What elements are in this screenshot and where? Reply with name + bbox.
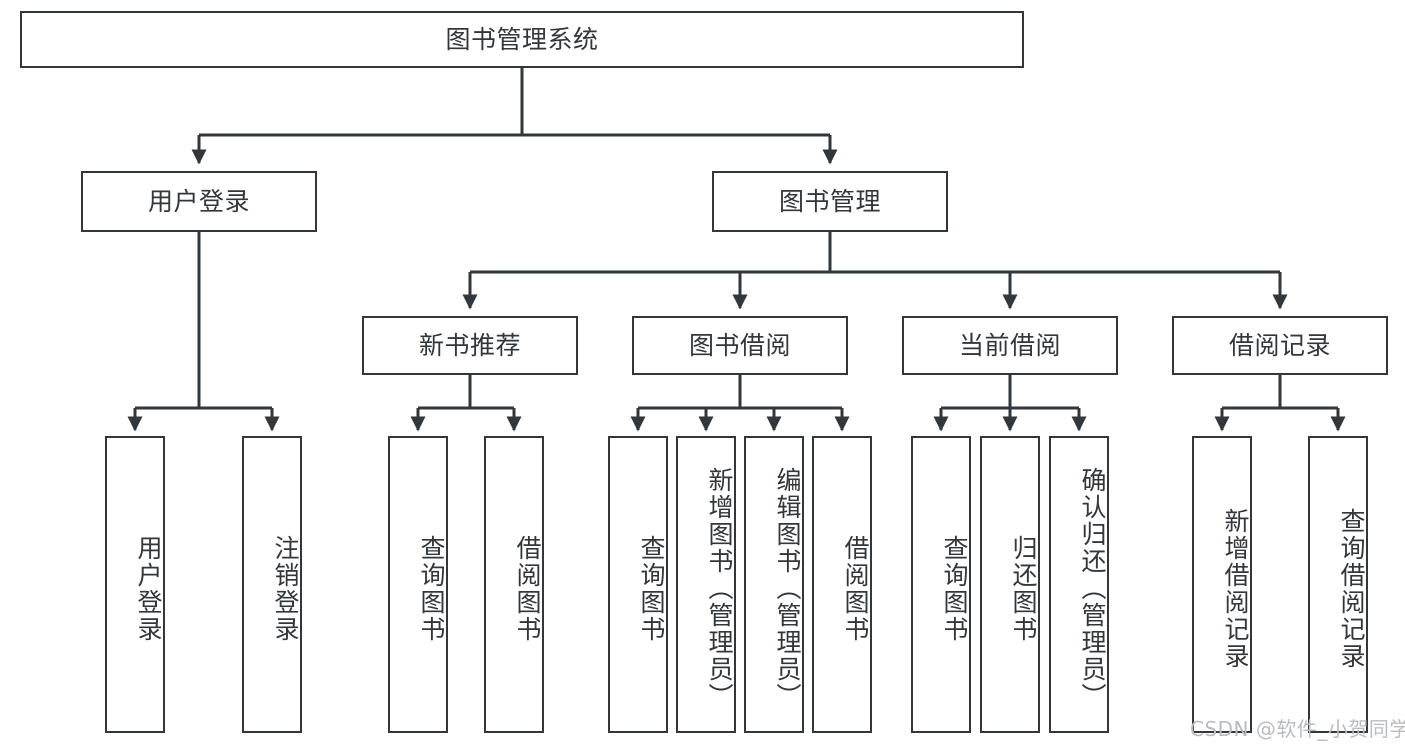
leaf-book-borrow-2[interactable]: 新增图书（管理员） <box>676 436 736 733</box>
node-root[interactable]: 图书管理系统 <box>20 11 1024 68</box>
node-current-borrow-label: 当前借阅 <box>958 330 1061 360</box>
leaf-user-login-1-label: 用户登录 <box>134 534 163 643</box>
node-borrow-record-label: 借阅记录 <box>1228 330 1331 360</box>
node-user-login[interactable]: 用户登录 <box>81 171 317 232</box>
node-user-login-label: 用户登录 <box>147 186 250 216</box>
leaf-book-borrow-3[interactable]: 编辑图书（管理员） <box>744 436 804 733</box>
leaf-user-login-2[interactable]: 注销登录 <box>242 436 302 733</box>
node-new-book-recommend[interactable]: 新书推荐 <box>362 316 578 375</box>
leaf-book-borrow-4[interactable]: 借阅图书 <box>812 436 872 733</box>
leaf-borrow-record-1[interactable]: 新增借阅记录 <box>1192 436 1252 733</box>
leaf-borrow-record-2-label: 查询借阅记录 <box>1337 507 1366 670</box>
leaf-user-login-1[interactable]: 用户登录 <box>105 436 165 733</box>
leaf-borrow-record-1-label: 新增借阅记录 <box>1221 507 1250 670</box>
leaf-current-borrow-3-label: 确认归还（管理员） <box>1078 467 1107 710</box>
leaf-book-borrow-2-label: 新增图书（管理员） <box>705 467 734 710</box>
leaf-current-borrow-1-label: 查询图书 <box>940 534 969 643</box>
leaf-new-book-recommend-2-label: 借阅图书 <box>513 534 542 643</box>
leaf-new-book-recommend-1[interactable]: 查询图书 <box>388 436 448 733</box>
leaf-current-borrow-2[interactable]: 归还图书 <box>980 436 1040 733</box>
leaf-user-login-2-label: 注销登录 <box>271 534 300 643</box>
node-book-management[interactable]: 图书管理 <box>712 171 948 232</box>
node-root-label: 图书管理系统 <box>445 24 599 54</box>
leaf-current-borrow-3[interactable]: 确认归还（管理员） <box>1049 436 1109 733</box>
node-current-borrow[interactable]: 当前借阅 <box>902 316 1118 375</box>
leaf-borrow-record-2[interactable]: 查询借阅记录 <box>1308 436 1368 733</box>
leaf-book-borrow-4-label: 借阅图书 <box>841 534 870 643</box>
leaf-book-borrow-1-label: 查询图书 <box>637 534 666 643</box>
leaf-book-borrow-1[interactable]: 查询图书 <box>608 436 668 733</box>
leaf-new-book-recommend-1-label: 查询图书 <box>417 534 446 643</box>
leaf-new-book-recommend-2[interactable]: 借阅图书 <box>484 436 544 733</box>
node-borrow-record[interactable]: 借阅记录 <box>1172 316 1388 375</box>
leaf-current-borrow-2-label: 归还图书 <box>1009 534 1038 643</box>
node-book-borrow-label: 图书借阅 <box>688 330 791 360</box>
node-book-management-label: 图书管理 <box>778 186 881 216</box>
node-book-borrow[interactable]: 图书借阅 <box>632 316 848 375</box>
leaf-current-borrow-1[interactable]: 查询图书 <box>911 436 971 733</box>
leaf-book-borrow-3-label: 编辑图书（管理员） <box>773 467 802 710</box>
csdn-watermark: CSDN @软件_小贺同学 <box>1190 717 1405 741</box>
node-new-book-recommend-label: 新书推荐 <box>418 330 521 360</box>
